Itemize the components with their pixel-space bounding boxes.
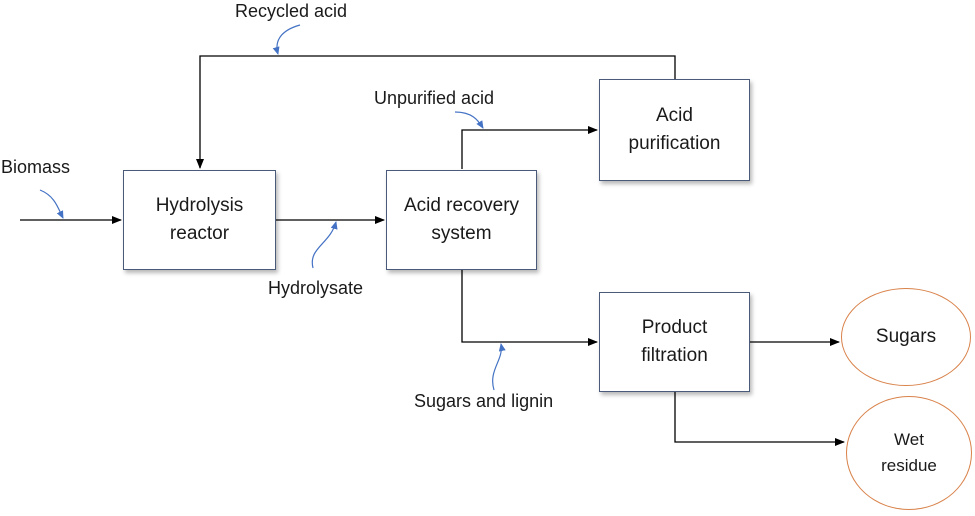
unpurified-acid-callout [454, 111, 484, 129]
hydrolysate-callout [311, 221, 338, 269]
wet-residue-flow-arrow [674, 392, 845, 446]
sugars-and-lignin-callout [492, 343, 506, 391]
acid-purification-box: Acid purification [599, 79, 750, 181]
hydrolysis-reactor-box: Hydrolysis reactor [123, 170, 276, 270]
sugars-and-lignin-label: Sugars and lignin [414, 391, 554, 411]
unpurified-acid-flow-arrow [461, 126, 598, 169]
acid-purification-label: Acid purification [628, 105, 721, 154]
sugars-output-label: Sugars [875, 326, 937, 347]
biomass-callout [39, 189, 64, 219]
wet-residue-output-ellipse: Wet residue [846, 396, 972, 510]
recycled-acid-flow-arrow [196, 55, 676, 169]
hydrolysate-label: Hydrolysate [268, 278, 364, 298]
sugars-output-ellipse: Sugars [841, 288, 971, 386]
recycled-acid-label: Recycled acid [235, 1, 348, 21]
acid-recovery-system-label: Acid recovery system [403, 195, 520, 244]
product-filtration-label: Product filtration [641, 317, 708, 366]
recycled-acid-callout [272, 24, 301, 55]
wet-residue-output-label: Wet residue [881, 430, 937, 475]
hydrolysis-reactor-label: Hydrolysis reactor [155, 195, 244, 244]
acid-recovery-system-box: Acid recovery system [386, 170, 537, 270]
biomass-label: Biomass [1, 157, 71, 177]
sugars-and-lignin-flow-arrow [461, 270, 598, 346]
unpurified-acid-label: Unpurified acid [374, 88, 495, 108]
product-filtration-box: Product filtration [599, 292, 750, 392]
